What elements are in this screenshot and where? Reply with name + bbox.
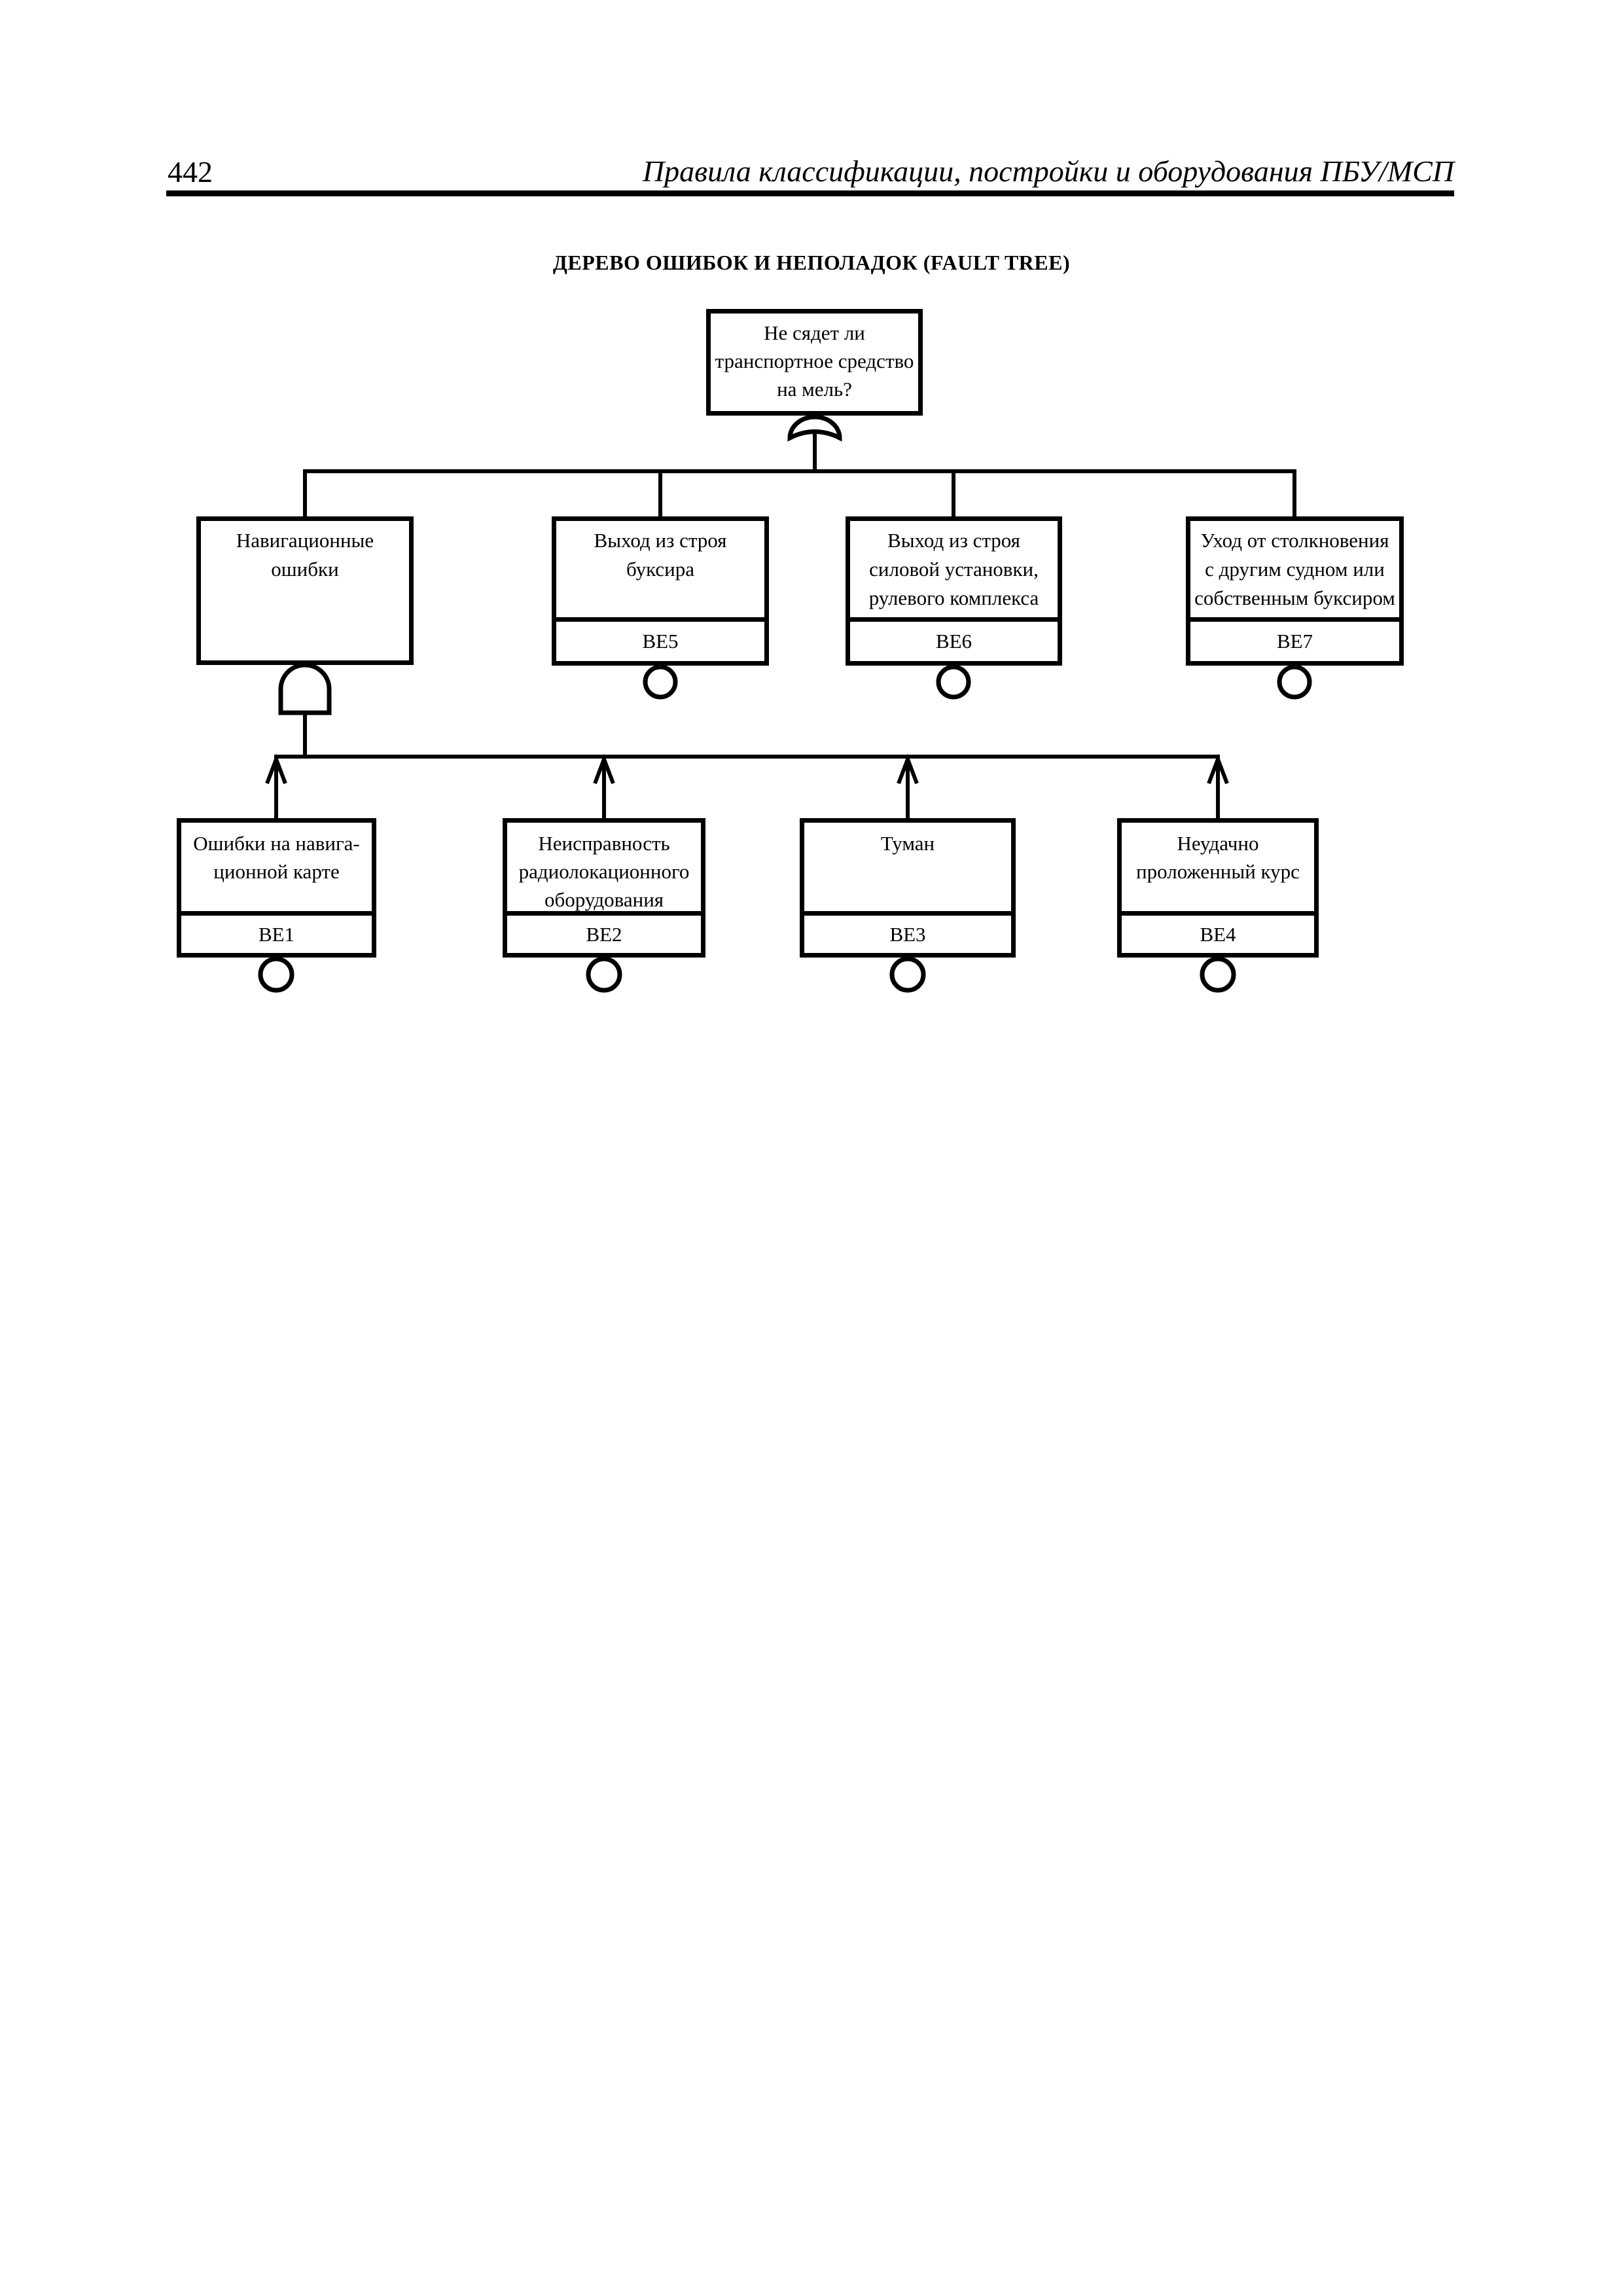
event-text: Выход из строя буксира	[594, 529, 727, 581]
event-box-navigation-errors: Навигационные ошибки	[196, 516, 414, 665]
event-text: Неудачно проложенный курс	[1136, 832, 1300, 883]
event-box-be4: Неудачно проложенный курс ВЕ4	[1117, 818, 1319, 958]
top-event-text: Не сядет ли транспортное средство на мел…	[715, 321, 914, 401]
basic-event-circle-be7	[1277, 664, 1312, 700]
and-gate-symbol	[278, 662, 332, 715]
event-id-label: ВЕ1	[181, 911, 372, 953]
event-id-label: ВЕ5	[556, 617, 764, 661]
event-id-label: ВЕ2	[507, 911, 701, 953]
event-id-label: ВЕ7	[1190, 617, 1399, 661]
figure-title: ДЕРЕВО ОШИБОК И НЕПОЛАДОК (FAULT TREE)	[552, 251, 1071, 274]
basic-event-circle-be2	[586, 956, 622, 993]
event-id-label: ВЕ6	[850, 617, 1058, 661]
basic-event-circle-be3	[889, 956, 926, 993]
event-text: Навигационные ошибки	[236, 529, 374, 581]
page-number: 442	[168, 155, 213, 188]
event-text: Туман	[880, 832, 935, 855]
event-box-be2: Неисправность радиолокационного оборудов…	[503, 818, 705, 958]
basic-event-circle-be4	[1200, 956, 1236, 993]
event-box-be5: Выход из строя буксира ВЕ5	[552, 516, 769, 666]
top-event-box: Не сядет ли транспортное средство на мел…	[706, 309, 923, 416]
event-box-be3: Туман ВЕ3	[800, 818, 1016, 958]
basic-event-circle-be1	[258, 956, 294, 993]
event-box-be1: Ошибки на навига- ционной карте ВЕ1	[177, 818, 376, 958]
event-text: Неисправность радиолокационного оборудов…	[518, 832, 690, 911]
or-gate-symbol	[787, 414, 842, 442]
basic-event-circle-be5	[643, 664, 678, 700]
arrow-up-be3-icon	[897, 753, 919, 785]
running-header: Правила классификации, постройки и обору…	[642, 154, 1454, 188]
arrow-up-be4-icon	[1207, 753, 1229, 785]
basic-event-circle-be6	[936, 664, 971, 700]
arrow-up-be1-icon	[265, 753, 287, 785]
event-text: Уход от столкновения с другим судном или…	[1194, 529, 1395, 609]
event-id-label: ВЕ4	[1122, 911, 1314, 953]
event-text: Выход из строя силовой установки, рулево…	[868, 529, 1039, 609]
event-box-be6: Выход из строя силовой установки, рулево…	[846, 516, 1062, 666]
header-rule	[166, 190, 1454, 196]
event-id-label: ВЕ3	[804, 911, 1011, 953]
event-box-be7: Уход от столкновения с другим судном или…	[1186, 516, 1404, 666]
arrow-up-be2-icon	[593, 753, 615, 785]
event-text: Ошибки на навига- ционной карте	[193, 832, 360, 883]
